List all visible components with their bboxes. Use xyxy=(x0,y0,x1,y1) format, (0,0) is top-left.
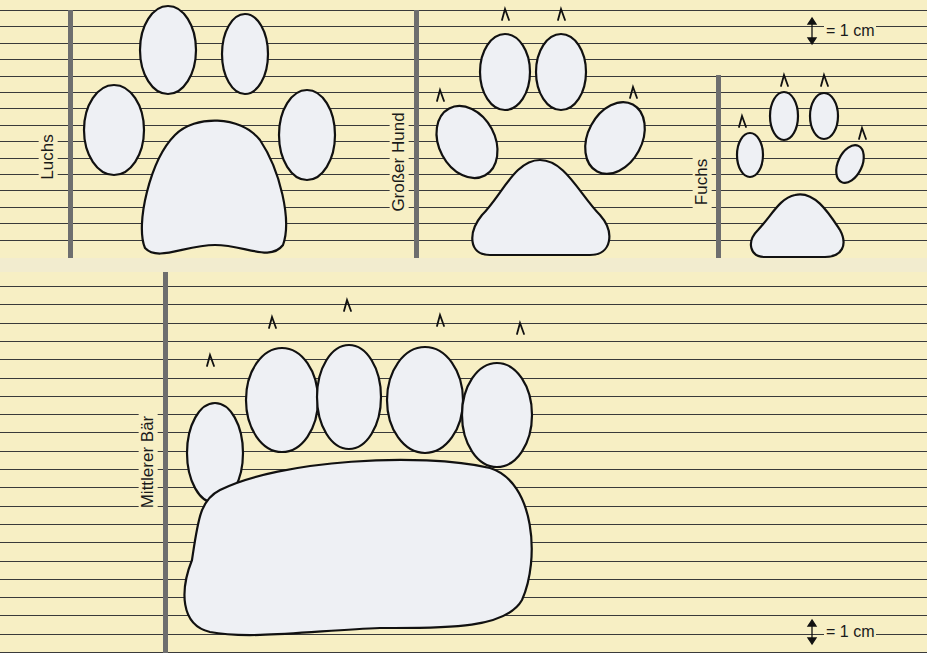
toe-pad xyxy=(84,85,144,175)
animal-label: Fuchs xyxy=(693,156,712,208)
grid-line xyxy=(0,634,927,635)
toe-pad xyxy=(317,345,381,449)
scale-bars xyxy=(68,10,721,653)
grid-line xyxy=(0,26,927,27)
scale-arrow-head xyxy=(808,18,816,44)
grid-line xyxy=(0,652,927,653)
main-pad xyxy=(472,160,609,255)
toe-pad xyxy=(573,92,656,184)
toe-pad xyxy=(387,347,463,453)
grid-line xyxy=(0,10,927,11)
animal-label: Großer Hund xyxy=(390,109,409,214)
toe-pad xyxy=(810,93,838,139)
grid-line xyxy=(0,76,927,77)
scale-label: = 1 cm xyxy=(824,623,876,641)
grid-line xyxy=(0,43,927,44)
main-pad xyxy=(185,460,532,635)
claw-marks xyxy=(207,9,866,366)
scale-bar xyxy=(716,75,721,258)
paw-prints xyxy=(84,6,869,635)
grid-line xyxy=(0,190,927,191)
claw-mark xyxy=(558,9,565,20)
toe-pad xyxy=(536,34,586,110)
toe-pad xyxy=(462,363,532,467)
main-pad xyxy=(142,121,286,254)
main-pad xyxy=(751,194,844,257)
scale-arrow-head xyxy=(808,620,816,644)
claw-mark xyxy=(821,75,828,86)
grid-line xyxy=(0,286,927,287)
toe-pad xyxy=(737,133,763,177)
animal-label: Mittlerer Bär xyxy=(139,413,158,512)
separator-band xyxy=(0,258,927,272)
claw-mark xyxy=(437,315,444,326)
claw-mark xyxy=(859,128,866,139)
scale-arrows xyxy=(808,18,816,644)
toe-pad xyxy=(279,90,335,180)
claw-mark xyxy=(344,300,351,311)
claw-mark xyxy=(630,87,637,98)
claw-mark xyxy=(269,317,276,328)
claw-mark xyxy=(502,9,509,20)
toe-pad xyxy=(770,92,798,140)
grid-line xyxy=(0,304,927,305)
grid-line xyxy=(0,378,927,379)
toe-pad xyxy=(140,6,196,94)
toe-pad xyxy=(222,14,268,94)
toe-pad xyxy=(831,141,870,187)
scale-arrow xyxy=(811,22,812,40)
claw-mark xyxy=(517,323,524,334)
grid-line xyxy=(0,323,927,324)
grid-line xyxy=(0,341,927,342)
animal-label: Luchs xyxy=(39,131,58,182)
claw-mark xyxy=(739,116,746,127)
grid-lines xyxy=(0,11,927,653)
claw-mark xyxy=(207,355,214,366)
claw-mark xyxy=(437,90,444,101)
toe-pad xyxy=(480,34,530,110)
toe-pad xyxy=(424,95,509,188)
grid-line xyxy=(0,59,927,60)
grid-line xyxy=(0,359,927,360)
claw-mark xyxy=(781,75,788,86)
scale-bar xyxy=(163,272,168,653)
scale-bar xyxy=(68,10,73,258)
scale-bar xyxy=(414,10,419,258)
scale-label: = 1 cm xyxy=(824,22,876,40)
toe-pad xyxy=(246,348,318,452)
